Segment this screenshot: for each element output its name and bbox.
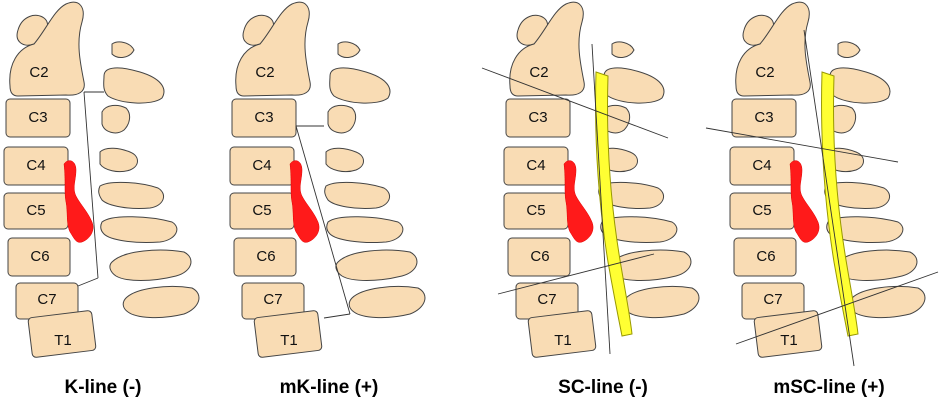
vertebra-label-c2: C2	[255, 64, 274, 81]
ossified-lesion	[563, 160, 594, 243]
vertebra-label-c2: C2	[755, 64, 774, 81]
vertebra-label-c4: C4	[26, 157, 45, 174]
vertebra-label-c6: C6	[30, 248, 49, 265]
msc-upper-endplate-line	[705, 127, 899, 163]
t1-reference-segment	[323, 313, 351, 319]
vertebra-label-c6: C6	[256, 248, 275, 265]
vertebra-label-c7: C7	[37, 291, 56, 308]
spinal-cord	[595, 71, 633, 337]
vertebra-label-c4: C4	[752, 157, 771, 174]
modified-k-line	[295, 125, 351, 315]
sc-upper-endplate-line	[481, 67, 669, 139]
panel-caption: mK-line (+)	[280, 377, 379, 398]
vertebra-label-c7: C7	[537, 291, 556, 308]
vertebra-label-c4: C4	[526, 157, 545, 174]
msc-line	[803, 29, 855, 367]
c7-reference-segment	[77, 277, 99, 287]
k-line	[83, 91, 99, 279]
vertebral-column	[3, 1, 200, 359]
vertebra-label-c5: C5	[252, 202, 271, 219]
vertebra-label-t1: T1	[780, 332, 798, 349]
ossified-lesion	[289, 160, 320, 243]
vertebra-label-c6: C6	[756, 248, 775, 265]
sc-line	[591, 43, 611, 355]
spinal-cord	[821, 71, 859, 337]
vertebra-label-t1: T1	[280, 332, 298, 349]
vertebra-label-c2: C2	[29, 64, 48, 81]
sc-lower-endplate-line	[497, 253, 655, 295]
msc-lower-endplate-line	[735, 271, 939, 345]
panel-caption: SC-line (-)	[558, 377, 648, 398]
vertebra-label-c3: C3	[528, 109, 547, 126]
vertebra-label-c5: C5	[752, 202, 771, 219]
vertebral-column	[229, 1, 426, 359]
vertebra-label-t1: T1	[554, 332, 572, 349]
ossified-lesion	[63, 160, 94, 243]
vertebra-label-c6: C6	[530, 248, 549, 265]
vertebra-label-c3: C3	[754, 109, 773, 126]
panel-caption: mSC-line (+)	[773, 377, 884, 398]
vertebra-label-c3: C3	[28, 109, 47, 126]
vertebra-label-c5: C5	[526, 202, 545, 219]
vertebra-label-c3: C3	[254, 109, 273, 126]
ossified-lesion	[789, 160, 820, 243]
vertebra-label-c5: C5	[26, 202, 45, 219]
vertebra-label-c2: C2	[529, 64, 548, 81]
vertebra-label-t1: T1	[54, 332, 72, 349]
vertebra-label-c7: C7	[263, 291, 282, 308]
vertebra-label-c4: C4	[252, 157, 271, 174]
panel-caption: K-line (-)	[64, 377, 141, 398]
vertebra-label-c7: C7	[763, 291, 782, 308]
